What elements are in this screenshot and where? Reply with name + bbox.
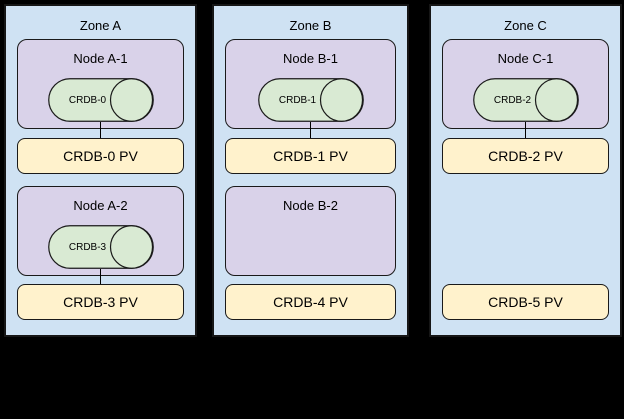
pv-crdb-5: CRDB-5 PV bbox=[442, 284, 609, 320]
zone-b: Zone B Node B-1 CRDB-1 CRDB-1 PV Node B-… bbox=[212, 4, 409, 337]
pv-crdb-3: CRDB-3 PV bbox=[17, 284, 184, 320]
cylinder-icon bbox=[47, 225, 154, 269]
node-c1-label: Node C-1 bbox=[497, 51, 554, 66]
pv-label: CRDB-2 PV bbox=[488, 148, 563, 164]
pod-label: CRDB-0 bbox=[68, 94, 107, 106]
zone-c: Zone C Node C-1 CRDB-2 CRDB-2 PV CRDB-5 … bbox=[429, 4, 622, 337]
pv-crdb-2: CRDB-2 PV bbox=[442, 138, 609, 174]
pv-label: CRDB-0 PV bbox=[63, 148, 138, 164]
pv-crdb-1: CRDB-1 PV bbox=[225, 138, 396, 174]
pv-crdb-0: CRDB-0 PV bbox=[17, 138, 184, 174]
crdb-pod-cylinder: CRDB-1 bbox=[257, 78, 364, 122]
zone-a: Zone A Node A-1 CRDB-0 CRDB-0 PV Node A-… bbox=[4, 4, 197, 337]
pod-label: CRDB-1 bbox=[278, 94, 317, 106]
crdb-pod-cylinder: CRDB-2 bbox=[472, 78, 579, 122]
pod-pv-connector-line bbox=[524, 122, 526, 139]
pod-label: CRDB-3 bbox=[68, 241, 107, 253]
node-a2-label: Node A-2 bbox=[73, 198, 128, 213]
node-b2-label: Node B-2 bbox=[283, 198, 338, 213]
crdb-pod-cylinder: CRDB-0 bbox=[47, 78, 154, 122]
crdb-pod-cylinder: CRDB-3 bbox=[47, 225, 154, 269]
cylinder-icon bbox=[257, 78, 364, 122]
node-b1: Node B-1 CRDB-1 bbox=[225, 39, 396, 129]
node-b2: Node B-2 bbox=[225, 186, 396, 276]
pv-label: CRDB-3 PV bbox=[63, 294, 138, 310]
node-a2: Node A-2 CRDB-3 bbox=[17, 186, 184, 276]
pod-pv-connector-line bbox=[309, 122, 311, 139]
node-c1: Node C-1 CRDB-2 bbox=[442, 39, 609, 129]
pod-pv-connector-line bbox=[99, 122, 101, 139]
pv-crdb-4: CRDB-4 PV bbox=[225, 284, 396, 320]
zone-a-label: Zone A bbox=[79, 18, 122, 33]
cylinder-icon bbox=[47, 78, 154, 122]
node-a1: Node A-1 CRDB-0 bbox=[17, 39, 184, 129]
zone-c-label: Zone C bbox=[504, 18, 547, 33]
node-a1-label: Node A-1 bbox=[73, 51, 128, 66]
pod-label: CRDB-2 bbox=[493, 94, 532, 106]
zone-b-label: Zone B bbox=[289, 18, 332, 33]
pv-label: CRDB-4 PV bbox=[273, 294, 348, 310]
cylinder-icon bbox=[472, 78, 579, 122]
pod-pv-connector-line bbox=[99, 269, 101, 285]
node-b1-label: Node B-1 bbox=[283, 51, 338, 66]
pv-label: CRDB-1 PV bbox=[273, 148, 348, 164]
pv-label: CRDB-5 PV bbox=[488, 294, 563, 310]
